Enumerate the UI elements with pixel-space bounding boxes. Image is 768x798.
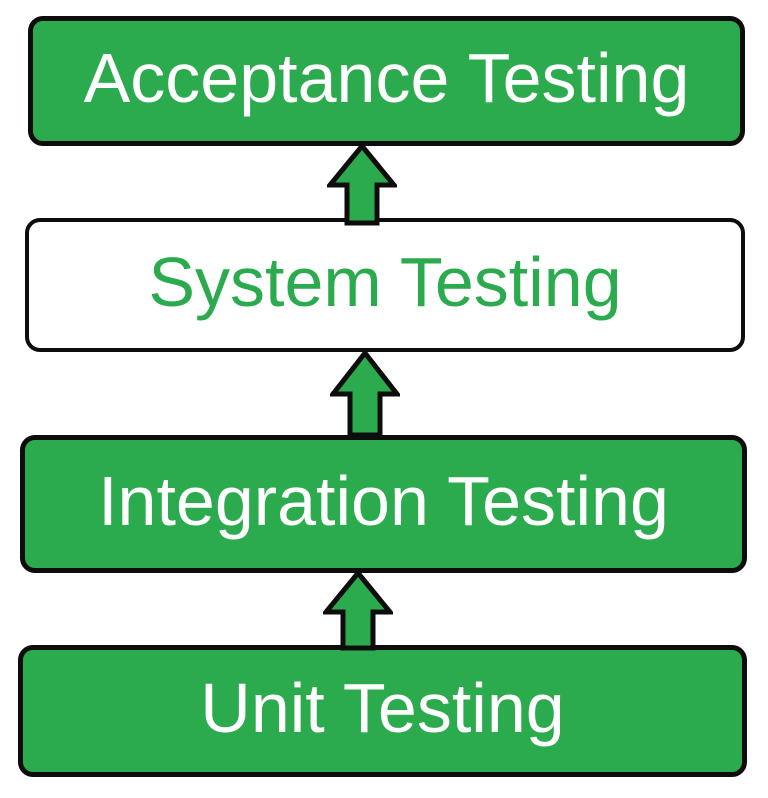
integration-testing-label: Integration Testing xyxy=(98,462,669,540)
acceptance-testing-label: Acceptance Testing xyxy=(83,39,690,117)
unit-testing-box: Unit Testing xyxy=(18,645,747,777)
up-arrow-icon xyxy=(323,570,393,651)
unit-testing-label: Unit Testing xyxy=(200,669,565,747)
up-arrow-icon xyxy=(327,143,397,226)
system-testing-box: System Testing xyxy=(25,218,745,352)
integration-testing-box: Integration Testing xyxy=(20,435,747,573)
acceptance-testing-box: Acceptance Testing xyxy=(28,16,745,146)
up-arrow-icon xyxy=(330,350,400,438)
system-testing-label: System Testing xyxy=(148,243,622,321)
